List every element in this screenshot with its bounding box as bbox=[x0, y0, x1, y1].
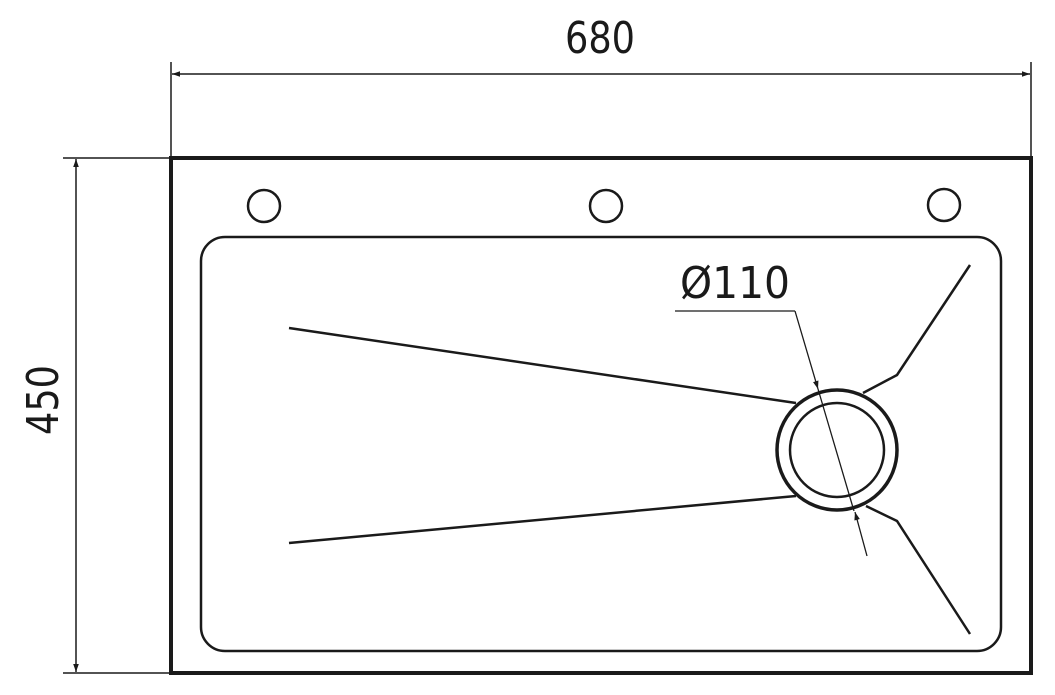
tap-hole-right bbox=[926, 187, 962, 223]
tap-hole-left bbox=[246, 188, 282, 224]
sink-outer-outline bbox=[169, 156, 1033, 675]
drain-inner-ring bbox=[788, 401, 886, 499]
drain-grooves bbox=[288, 264, 972, 635]
height-dimension: 450 bbox=[18, 157, 170, 674]
groove-bottom-left bbox=[288, 494, 797, 545]
groove-top-right bbox=[862, 264, 972, 395]
groove-top-left bbox=[288, 326, 797, 405]
height-label: 450 bbox=[18, 365, 69, 435]
tap-hole-center bbox=[588, 188, 624, 224]
drain-diameter-label: Ø110 bbox=[680, 258, 790, 309]
drain-diameter-line bbox=[817, 388, 855, 512]
drain-leader-arrow-top bbox=[794, 310, 819, 390]
drain-leader-arrow-bottom bbox=[854, 511, 868, 557]
groove-bottom-right bbox=[865, 504, 972, 635]
drain-outer-ring bbox=[775, 388, 899, 512]
width-dimension: 680 bbox=[170, 13, 1032, 158]
sink-bowl-outline bbox=[199, 235, 1003, 653]
width-label: 680 bbox=[565, 13, 635, 64]
drain-dimension: Ø110 bbox=[675, 258, 868, 557]
